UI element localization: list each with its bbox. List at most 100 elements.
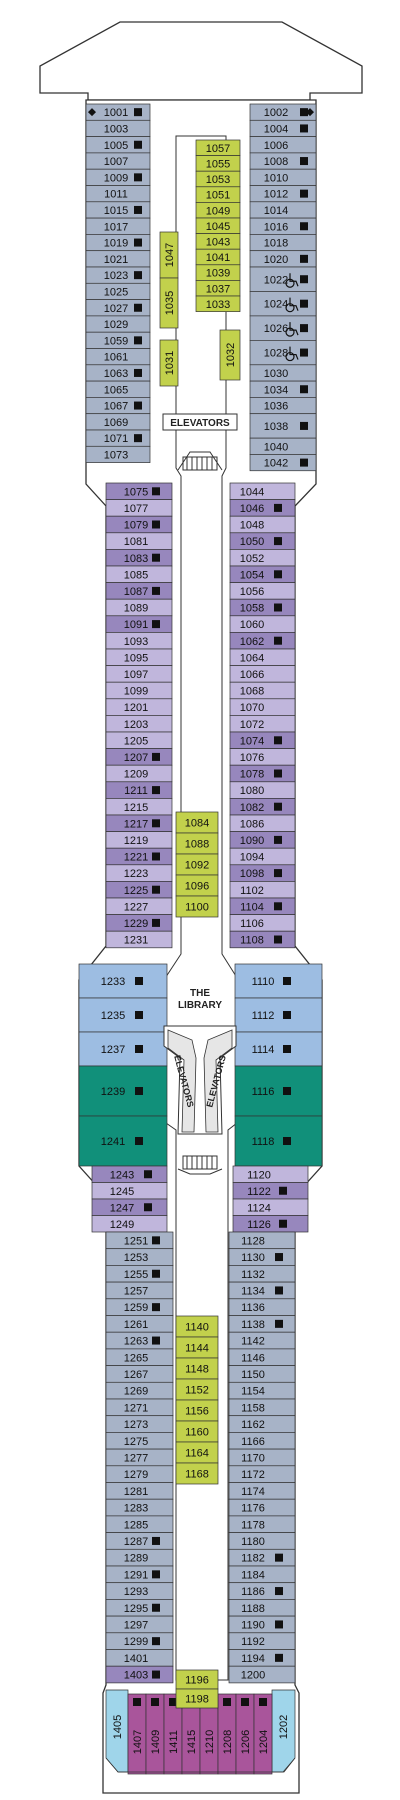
cabin-1015[interactable]: 1015: [85, 201, 151, 219]
cabin-1202[interactable]: 1202: [271, 1689, 296, 1773]
cabin-1158[interactable]: 1158: [228, 1398, 296, 1417]
cabin-1069[interactable]: 1069: [85, 413, 151, 431]
cabin-1160[interactable]: 1160: [175, 1420, 219, 1443]
cabin-1022[interactable]: 1022: [249, 266, 317, 292]
cabin-1172[interactable]: 1172: [228, 1465, 296, 1483]
cabin-1178[interactable]: 1178: [228, 1515, 296, 1533]
cabin-1247[interactable]: 1247: [91, 1198, 168, 1216]
cabin-1255[interactable]: 1255: [105, 1265, 174, 1283]
cabin-1028[interactable]: 1028: [249, 340, 317, 366]
cabin-1025[interactable]: 1025: [85, 282, 151, 300]
cabin-1057[interactable]: 1057: [195, 139, 241, 156]
cabin-1401[interactable]: 1401: [105, 1649, 174, 1667]
cabin-1047[interactable]: 1047: [159, 231, 179, 279]
cabin-1085[interactable]: 1085: [105, 565, 173, 583]
cabin-1068[interactable]: 1068: [229, 681, 296, 700]
cabin-1209[interactable]: 1209: [105, 764, 173, 783]
cabin-1289[interactable]: 1289: [105, 1548, 174, 1567]
cabin-1019[interactable]: 1019: [85, 234, 151, 252]
cabin-1096[interactable]: 1096: [175, 874, 219, 897]
cabin-1190[interactable]: 1190: [228, 1615, 296, 1634]
cabin-1235[interactable]: 1235: [78, 997, 168, 1033]
cabin-1295[interactable]: 1295: [105, 1599, 174, 1617]
cabin-1046[interactable]: 1046: [229, 499, 296, 517]
cabin-1267[interactable]: 1267: [105, 1365, 174, 1383]
cabin-1215[interactable]: 1215: [105, 798, 173, 816]
cabin-1281[interactable]: 1281: [105, 1482, 174, 1500]
cabin-1021[interactable]: 1021: [85, 250, 151, 268]
cabin-1134[interactable]: 1134: [228, 1281, 296, 1300]
cabin-1136[interactable]: 1136: [228, 1298, 296, 1316]
cabin-1001[interactable]: 1001: [85, 103, 151, 121]
cabin-1116[interactable]: 1116: [234, 1065, 323, 1117]
cabin-1083[interactable]: 1083: [105, 549, 173, 567]
cabin-1042[interactable]: 1042: [249, 454, 317, 472]
cabin-1409[interactable]: 1409: [145, 1693, 165, 1775]
cabin-1219[interactable]: 1219: [105, 831, 173, 849]
cabin-1029[interactable]: 1029: [85, 315, 151, 333]
cabin-1170[interactable]: 1170: [228, 1448, 296, 1467]
cabin-1023[interactable]: 1023: [85, 266, 151, 284]
cabin-1098[interactable]: 1098: [229, 864, 296, 882]
cabin-1128[interactable]: 1128: [228, 1231, 296, 1250]
cabin-1176[interactable]: 1176: [228, 1498, 296, 1517]
cabin-1032[interactable]: 1032: [219, 329, 241, 381]
cabin-1033[interactable]: 1033: [195, 295, 241, 312]
cabin-1031[interactable]: 1031: [159, 339, 179, 387]
cabin-1076[interactable]: 1076: [229, 748, 296, 766]
cabin-1211[interactable]: 1211: [105, 781, 173, 799]
cabin-1201[interactable]: 1201: [105, 698, 173, 716]
cabin-1227[interactable]: 1227: [105, 897, 173, 915]
cabin-1259[interactable]: 1259: [105, 1298, 174, 1316]
cabin-1106[interactable]: 1106: [229, 914, 296, 932]
cabin-1045[interactable]: 1045: [195, 217, 241, 234]
cabin-1142[interactable]: 1142: [228, 1331, 296, 1350]
cabin-1005[interactable]: 1005: [85, 136, 151, 154]
cabin-1269[interactable]: 1269: [105, 1381, 174, 1400]
cabin-1018[interactable]: 1018: [249, 234, 317, 252]
cabin-1206[interactable]: 1206: [235, 1693, 255, 1775]
cabin-1036[interactable]: 1036: [249, 397, 317, 415]
cabin-1054[interactable]: 1054: [229, 565, 296, 583]
cabin-1041[interactable]: 1041: [195, 248, 241, 266]
cabin-1279[interactable]: 1279: [105, 1465, 174, 1483]
cabin-1104[interactable]: 1104: [229, 897, 296, 915]
cabin-1072[interactable]: 1072: [229, 715, 296, 733]
cabin-1044[interactable]: 1044: [229, 482, 296, 500]
cabin-1210[interactable]: 1210: [199, 1693, 219, 1775]
cabin-1124[interactable]: 1124: [232, 1198, 309, 1216]
cabin-1100[interactable]: 1100: [175, 895, 219, 918]
cabin-1081[interactable]: 1081: [105, 532, 173, 550]
cabin-1225[interactable]: 1225: [105, 881, 173, 899]
cabin-1237[interactable]: 1237: [78, 1031, 168, 1067]
cabin-1065[interactable]: 1065: [85, 380, 151, 398]
cabin-1293[interactable]: 1293: [105, 1582, 174, 1600]
cabin-1064[interactable]: 1064: [229, 648, 296, 666]
cabin-1087[interactable]: 1087: [105, 582, 173, 600]
cabin-1229[interactable]: 1229: [105, 914, 173, 932]
cabin-1043[interactable]: 1043: [195, 233, 241, 250]
cabin-1198[interactable]: 1198: [175, 1688, 219, 1709]
cabin-1012[interactable]: 1012: [249, 185, 317, 203]
cabin-1203[interactable]: 1203: [105, 715, 173, 733]
cabin-1200[interactable]: 1200: [228, 1665, 296, 1684]
cabin-1231[interactable]: 1231: [105, 930, 173, 949]
cabin-1140[interactable]: 1140: [175, 1315, 219, 1338]
cabin-1077[interactable]: 1077: [105, 499, 173, 517]
cabin-1067[interactable]: 1067: [85, 397, 151, 415]
cabin-1095[interactable]: 1095: [105, 648, 173, 666]
cabin-1118[interactable]: 1118: [234, 1115, 323, 1167]
cabin-1126[interactable]: 1126: [232, 1215, 309, 1233]
cabin-1059[interactable]: 1059: [85, 331, 151, 349]
cabin-1130[interactable]: 1130: [228, 1248, 296, 1266]
cabin-1078[interactable]: 1078: [229, 764, 296, 783]
cabin-1249[interactable]: 1249: [91, 1215, 168, 1233]
cabin-1080[interactable]: 1080: [229, 781, 296, 799]
cabin-1164[interactable]: 1164: [175, 1441, 219, 1464]
cabin-1287[interactable]: 1287: [105, 1532, 174, 1550]
cabin-1263[interactable]: 1263: [105, 1331, 174, 1350]
cabin-1192[interactable]: 1192: [228, 1632, 296, 1650]
cabin-1415[interactable]: 1415: [181, 1693, 201, 1775]
cabin-1003[interactable]: 1003: [85, 119, 151, 137]
cabin-1014[interactable]: 1014: [249, 201, 317, 219]
